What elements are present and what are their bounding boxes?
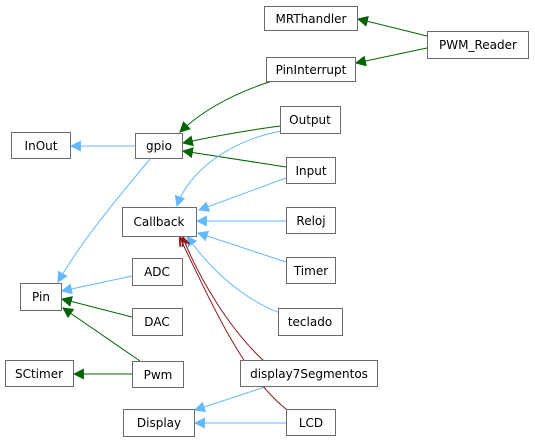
node-pwm-reader-box	[427, 31, 529, 59]
node-lcd-box	[286, 409, 336, 436]
node-timer-label: Timer	[293, 264, 328, 278]
node-adc-label: ADC	[144, 265, 170, 279]
node-teclado-label: teclado	[288, 315, 332, 329]
node-mrthandler-box	[264, 6, 358, 31]
edge-output-to-callback	[174, 130, 283, 208]
edge-pininterrupt-to-gpio	[179, 80, 273, 133]
node-display-label: Display	[137, 416, 181, 430]
node-display7segmentos[interactable]: display7Segmentos	[240, 360, 378, 387]
node-dac-label: DAC	[144, 315, 169, 329]
edge-gpio-to-pin	[57, 158, 151, 283]
node-reloj-box	[286, 207, 336, 234]
node-pwm-box	[132, 361, 184, 388]
edges	[57, 16, 428, 429]
node-adc-box	[132, 258, 183, 286]
node-pin-label: Pin	[32, 290, 50, 304]
node-callback-label: Callback	[134, 215, 185, 229]
node-sctimer-label: SCtimer	[15, 367, 63, 381]
node-display[interactable]: Display	[123, 409, 195, 437]
node-teclado-box	[278, 308, 343, 336]
node-mrthandler-label: MRThandler	[276, 12, 347, 26]
edge-timer-to-callback	[196, 230, 287, 263]
edge-display7segmentos-to-callback	[183, 238, 266, 363]
node-pin-box	[20, 283, 62, 311]
node-gpio[interactable]: gpio	[135, 133, 183, 159]
edge-pwm-reader-to-pininterrupt	[354, 47, 428, 67]
edge-display7segmentos-to-display	[193, 385, 269, 413]
node-display7segmentos-box	[240, 360, 378, 387]
node-pwm-reader[interactable]: PWM_Reader	[427, 31, 529, 59]
edge-input-to-gpio	[181, 147, 287, 168]
node-lcd-label: LCD	[299, 416, 323, 430]
node-timer-box	[286, 257, 336, 284]
node-inout-label: InOut	[25, 139, 58, 153]
node-inout[interactable]: InOut	[11, 132, 71, 159]
node-pwm-reader-label: PWM_Reader	[439, 38, 517, 52]
node-output-box	[280, 106, 341, 134]
node-timer[interactable]: Timer	[286, 257, 336, 284]
node-mrthandler[interactable]: MRThandler	[264, 6, 358, 31]
node-output-label: Output	[289, 113, 331, 127]
node-display-box	[123, 409, 195, 437]
node-pininterrupt-box	[266, 57, 356, 82]
node-adc[interactable]: ADC	[132, 258, 183, 286]
node-display7segmentos-label: display7Segmentos	[250, 367, 368, 381]
node-sctimer-box	[5, 360, 74, 387]
node-reloj[interactable]: Reloj	[286, 207, 336, 234]
node-teclado[interactable]: teclado	[278, 308, 343, 336]
node-gpio-label: gpio	[146, 139, 172, 153]
node-inout-box	[11, 132, 71, 159]
node-sctimer[interactable]: SCtimer	[5, 360, 74, 387]
edge-pwm-to-pin	[62, 307, 141, 362]
node-gpio-box	[135, 133, 183, 159]
node-dac[interactable]: DAC	[132, 308, 183, 336]
node-pwm[interactable]: Pwm	[132, 361, 184, 388]
edge-adc-to-pin	[60, 275, 133, 295]
edge-output-to-gpio	[181, 125, 281, 147]
node-lcd[interactable]: LCD	[286, 409, 336, 436]
edge-dac-to-pin	[60, 296, 133, 318]
node-input-label: Input	[295, 164, 326, 178]
node-pin[interactable]: Pin	[20, 283, 62, 311]
node-pininterrupt-label: PinInterrupt	[276, 63, 347, 77]
node-reloj-label: Reloj	[296, 214, 325, 228]
node-pwm-label: Pwm	[144, 368, 173, 382]
node-input-box	[286, 157, 336, 184]
edge-teclado-to-callback	[186, 235, 281, 314]
edge-input-to-callback	[197, 177, 287, 212]
node-input[interactable]: Input	[286, 157, 336, 184]
node-callback[interactable]: Callback	[122, 207, 197, 237]
node-dac-box	[132, 308, 183, 336]
node-output[interactable]: Output	[280, 106, 341, 134]
edge-lcd-to-callback	[180, 238, 291, 413]
edge-pwm-reader-to-mrthandler	[356, 16, 428, 37]
node-callback-box	[122, 207, 197, 237]
node-pininterrupt[interactable]: PinInterrupt	[266, 57, 356, 82]
